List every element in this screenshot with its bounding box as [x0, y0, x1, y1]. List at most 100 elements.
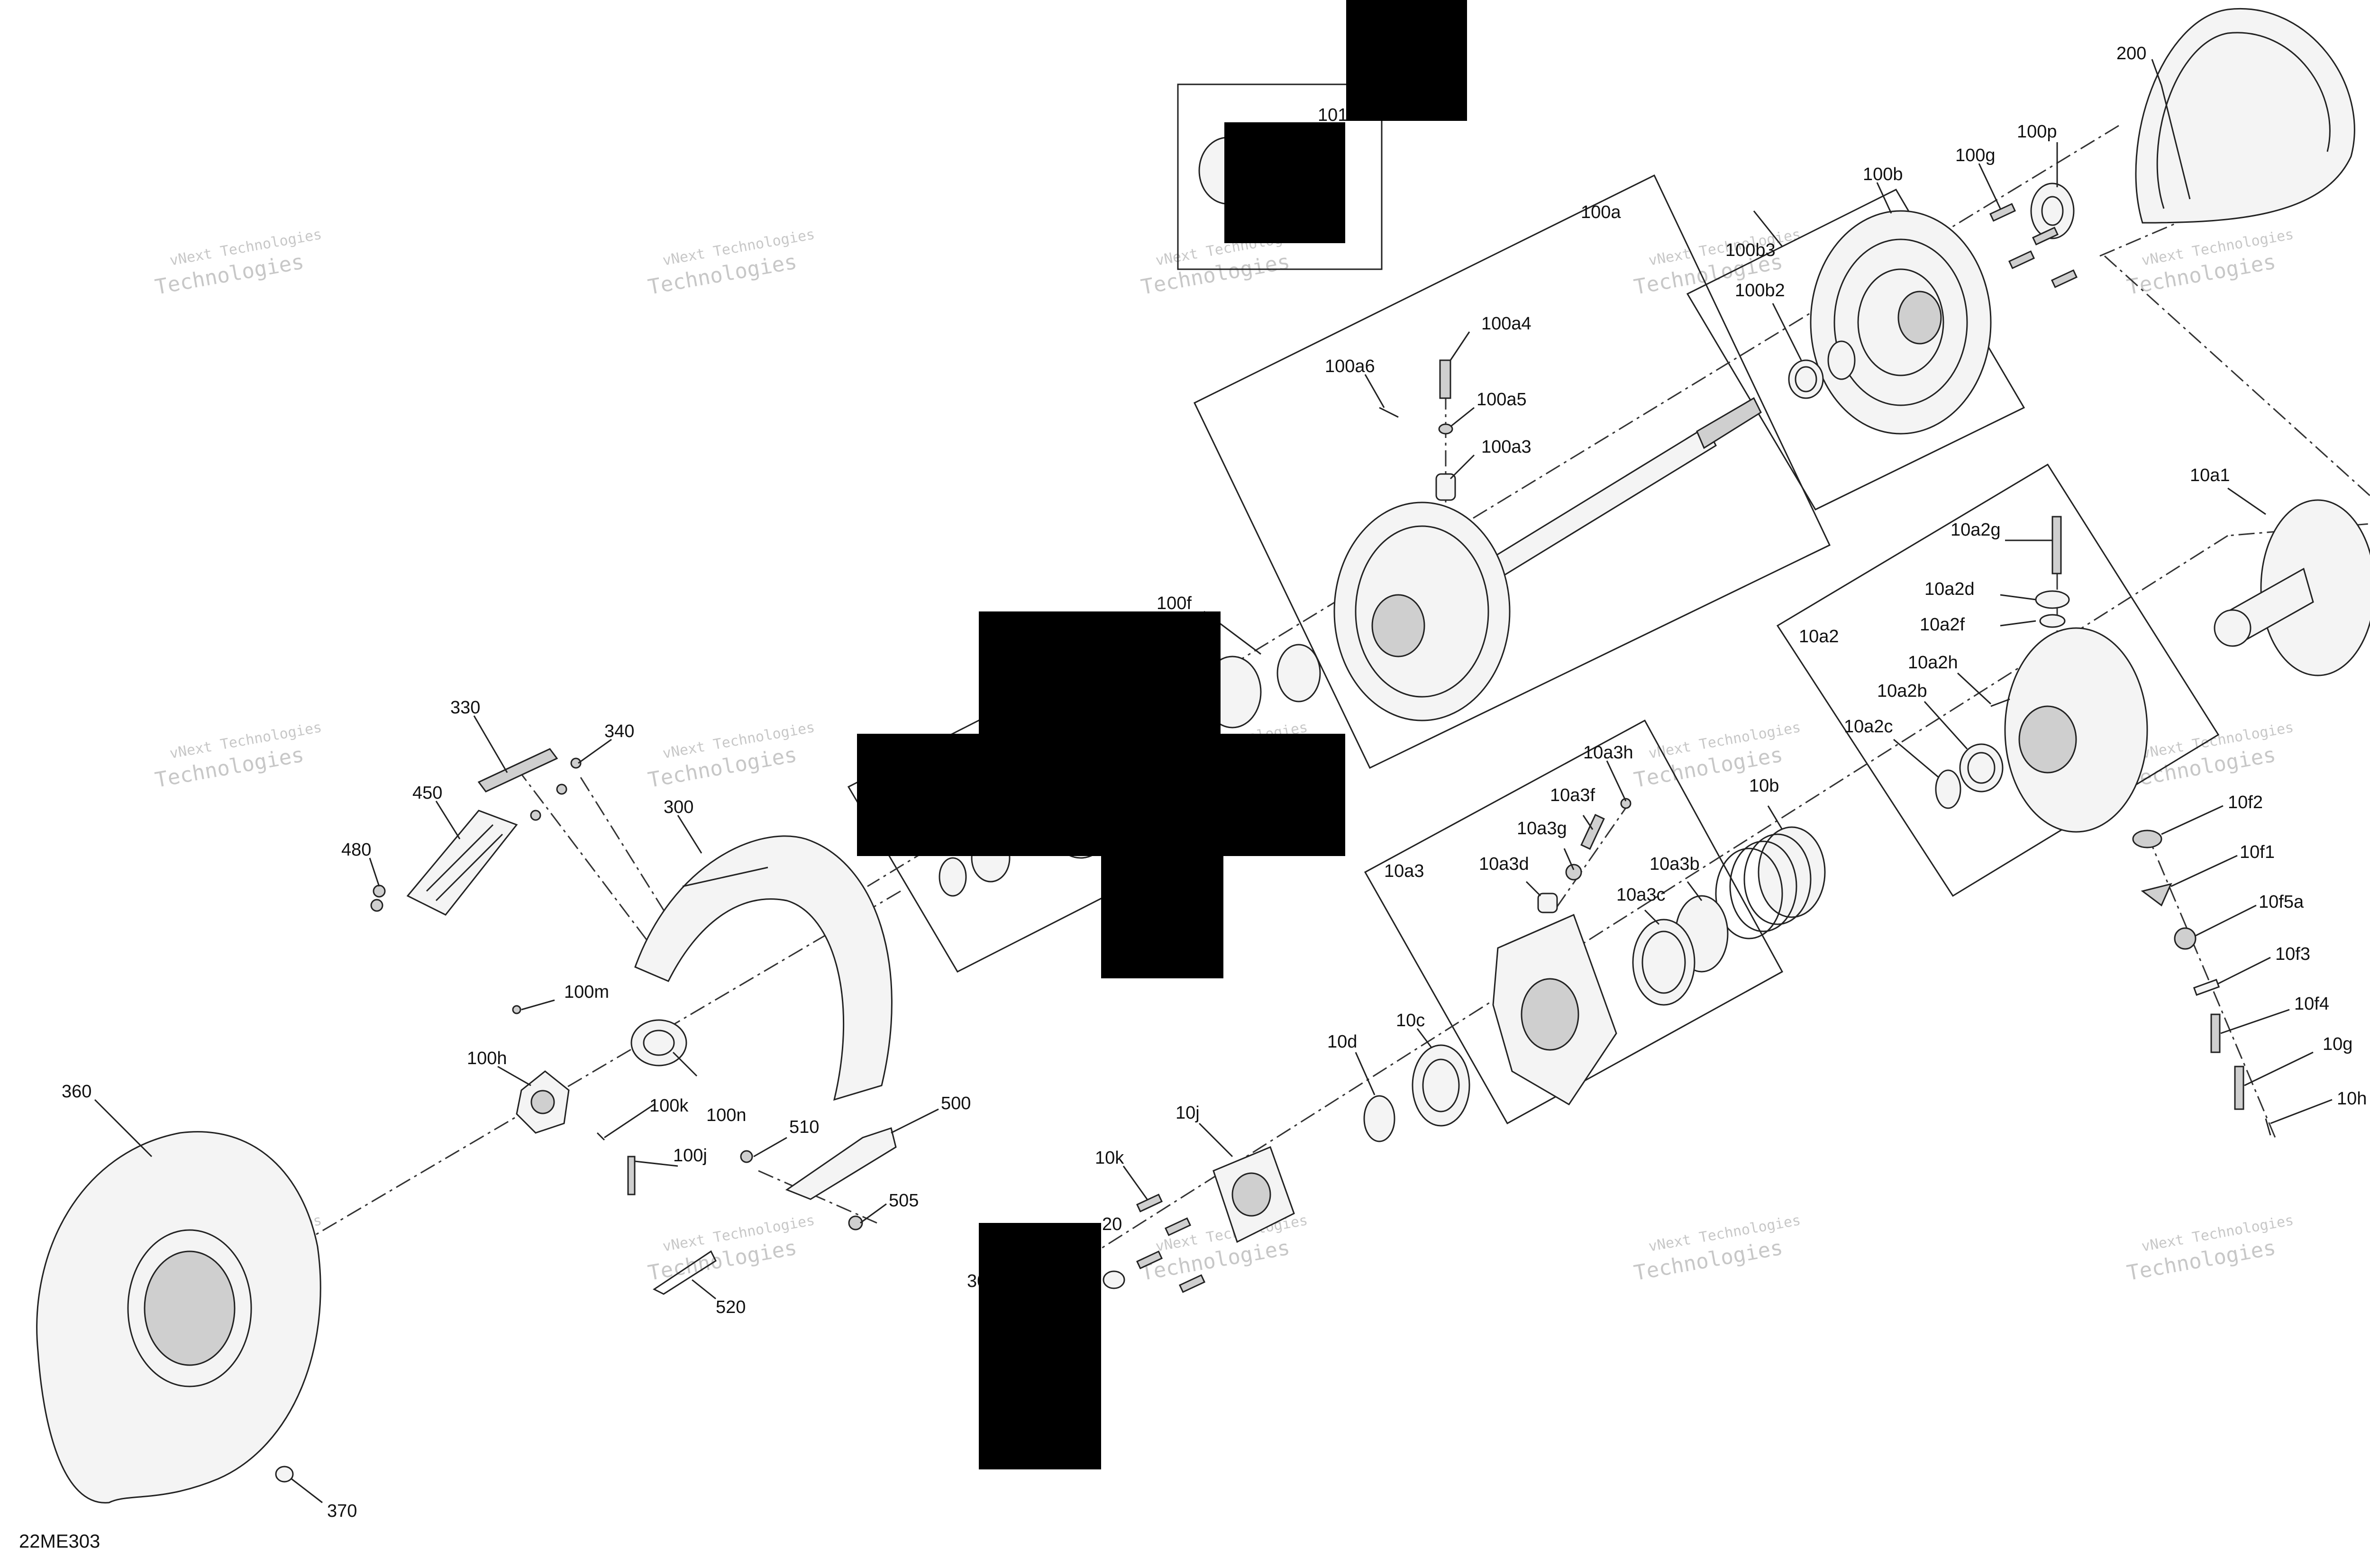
label-100f: 100f: [1157, 593, 1192, 613]
watermark: vNext Technologies Technologies: [2125, 1212, 2295, 1285]
frame-10a3: [1364, 719, 1784, 1125]
screws-480: [370, 884, 386, 912]
label-10a3h: 10a3h: [1583, 743, 1633, 763]
label-101: 101: [1318, 105, 1348, 125]
pin-10a2g: [2051, 516, 2062, 574]
bearing-10c: [1412, 1044, 1470, 1127]
guard-300: [634, 835, 893, 1101]
redaction-block: [857, 734, 1345, 856]
ring-10a2c: [1935, 769, 1961, 809]
label-100h: 100h: [467, 1048, 507, 1068]
label-10f2: 10f2: [2228, 793, 2263, 812]
label-10a3b: 10a3b: [1650, 854, 1700, 874]
label-100b: 100b: [1863, 164, 1903, 184]
axis-guard-330: [516, 767, 665, 963]
pin-10h: [2265, 1118, 2271, 1136]
label-10a2g: 10a2g: [1951, 520, 2001, 540]
watermark: vNext Technologies Technologies: [646, 1212, 816, 1285]
watermark: vNext Technologies Technologies: [1139, 1212, 1309, 1285]
washer-10a2f: [2039, 614, 2066, 628]
pin-100k: [596, 1132, 605, 1141]
roller-10a2d: [2035, 590, 2070, 609]
label-450: 450: [412, 783, 442, 803]
frame-100a: [1194, 174, 1831, 769]
pin-520: [653, 1250, 717, 1295]
screws-340: [530, 757, 582, 821]
washer-10a3g: [1565, 864, 1582, 881]
screw-510: [740, 1150, 753, 1163]
label-10a1: 10a1: [2190, 465, 2230, 485]
sheave-10a1: [2214, 499, 2370, 676]
nut-10f5a: [2174, 927, 2197, 950]
label-20: 20: [1102, 1214, 1122, 1234]
bearing-100p: [2030, 182, 2075, 239]
label-10f5a: 10f5a: [2259, 892, 2304, 912]
label-340: 340: [604, 721, 634, 741]
label-10a2d: 10a2d: [1924, 579, 1975, 599]
label-10a2: 10a2: [1799, 627, 1839, 647]
housing-360: [36, 1131, 321, 1504]
watermark: vNext Technologies Technologies: [153, 226, 323, 300]
screw-100a4: [1439, 359, 1451, 399]
pin-10a3f: [1580, 814, 1605, 850]
lever-10f1: [2141, 883, 2172, 907]
drive-belt-200: [2135, 8, 2355, 224]
watermark: vNext Technologies Technologies: [2125, 719, 2295, 793]
label-100b2: 100b2: [1735, 281, 1785, 301]
label-10c: 10c: [1396, 1011, 1425, 1030]
label-10a3f: 10a3f: [1550, 785, 1595, 805]
label-10f3: 10f3: [2275, 944, 2310, 964]
bushing-10a2b: [1959, 743, 2004, 793]
cover-450: [406, 810, 518, 916]
part-100m: [512, 1005, 521, 1014]
axis-10a3h: [1554, 801, 1632, 911]
label-10f1: 10f1: [2240, 842, 2275, 862]
clip-330: [477, 748, 558, 793]
nut-100h: [516, 1070, 570, 1134]
label-100a3: 100a3: [1481, 437, 1531, 457]
label-100n: 100n: [706, 1105, 747, 1125]
axis-left: [303, 890, 901, 1243]
label-10a2f: 10a2f: [1920, 615, 1965, 635]
hub-10j: [1212, 1146, 1295, 1243]
parts-layer: [36, 8, 2370, 1504]
screws-10k: [1136, 1194, 1206, 1293]
label-100g: 100g: [1955, 146, 1996, 165]
label-10a3c: 10a3c: [1616, 885, 1666, 905]
redaction-block: [1346, 0, 1467, 121]
redaction-block: [1101, 856, 1223, 978]
label-100m: 100m: [564, 982, 609, 1002]
label-520: 520: [716, 1297, 746, 1317]
label-370: 370: [327, 1501, 357, 1521]
pin-10a2h: [1990, 698, 2010, 707]
watermark: vNext Technologies Technologies: [2125, 226, 2295, 300]
label-300: 300: [664, 797, 693, 817]
label-505: 505: [889, 1191, 919, 1211]
watermark: vNext Technologies Technologies: [1632, 719, 1802, 793]
diagram-code: 22ME303: [19, 1531, 100, 1552]
bolt-10f4: [2210, 1013, 2221, 1053]
label-10a3: 10a3: [1384, 861, 1424, 881]
watermark: vNext Technologies Technologies: [646, 719, 816, 793]
screw-10a3h: [1620, 798, 1632, 809]
label-100k: 100k: [649, 1096, 689, 1116]
movable-sheave-10a2: [2004, 627, 2148, 833]
sheave-100b: [1810, 210, 1992, 435]
label-10h: 10h: [2337, 1089, 2367, 1109]
ring-100b3: [1827, 340, 1856, 380]
washer-100n: [630, 1019, 687, 1067]
leader-lines: [94, 59, 2333, 1504]
redaction-block: [979, 1223, 1101, 1469]
watermark: vNext Technologies Technologies: [646, 226, 816, 300]
plug-370: [275, 1466, 294, 1483]
label-100j: 100j: [673, 1146, 707, 1166]
label-10a3d: 10a3d: [1479, 854, 1529, 874]
axis-main: [867, 125, 2119, 887]
part-labels: 200 100p 100g 100b 100b3 100b2 100a 100a…: [62, 44, 2367, 1521]
bushing-10a3d: [1537, 893, 1558, 913]
axis-belt-return: [2104, 255, 2370, 537]
washer-100a5: [1438, 423, 1453, 435]
ring-10d: [1363, 1095, 1395, 1142]
nut-505: [848, 1215, 863, 1231]
